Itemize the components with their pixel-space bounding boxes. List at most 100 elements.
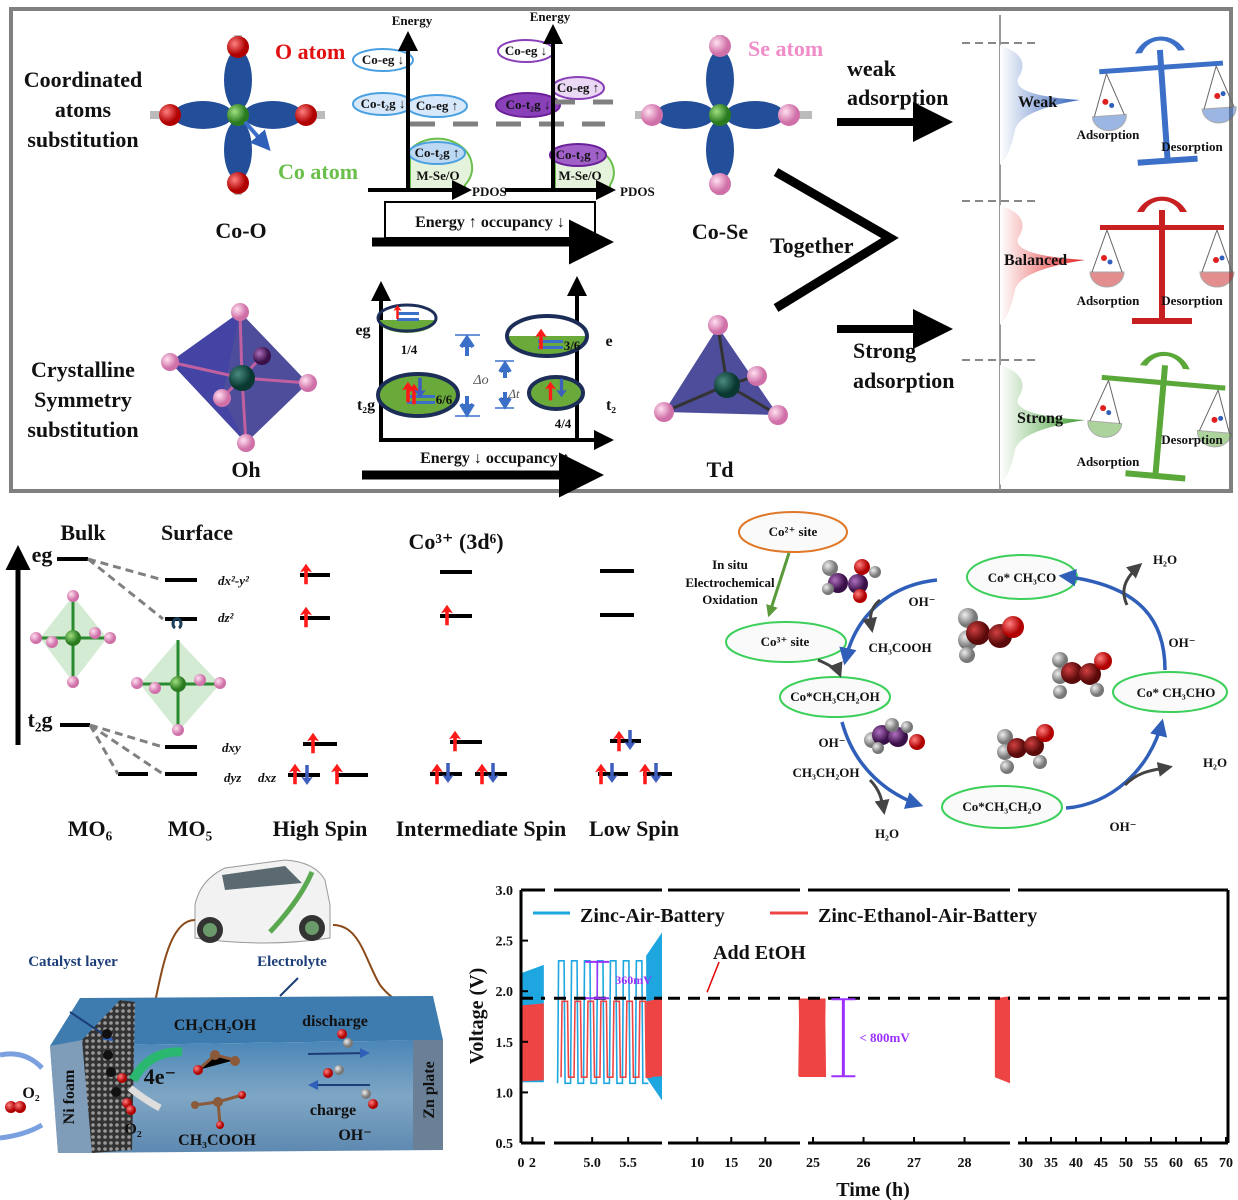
y-tick-label: 1.5 xyxy=(496,1036,514,1051)
mo5-label: MO₅ xyxy=(168,816,213,841)
intermediate-label: Co*CH₃CH₂O xyxy=(962,799,1041,814)
m-se-o-label: M-Se/O xyxy=(416,168,459,183)
co3-site-label: Co³⁺ site xyxy=(761,634,810,649)
o2-flow-arrow xyxy=(0,1051,44,1070)
series-cycles-1 xyxy=(798,998,827,1078)
m-se-o-label: M-Se/O xyxy=(558,168,601,183)
energy-axis-label: Energy xyxy=(530,9,571,24)
co-t2g-down-label: Co-t₂g ↓ xyxy=(361,96,406,111)
x-tick-label: 65 xyxy=(1194,1156,1208,1171)
t2-label: t₂ xyxy=(606,397,616,414)
intermediate-node xyxy=(1112,671,1228,713)
co-t2g-down-label: Co-t₂g ↓ xyxy=(506,97,551,112)
co-t2g-up-label: Co-t₂g ↑ xyxy=(415,145,460,160)
discharge-label: discharge xyxy=(302,1013,368,1030)
adsorption-label: Adsorption xyxy=(1077,454,1141,469)
co-eg-up-label: Co-eg ↑ xyxy=(557,80,599,95)
tetrahedral-structure xyxy=(654,315,788,425)
delta-t-label: Δt xyxy=(507,386,520,401)
t2-fill-label: 4/4 xyxy=(555,416,572,431)
octahedron-mo6 xyxy=(30,590,116,688)
row1-label-line: atoms xyxy=(55,97,112,122)
x-tick-label: 35 xyxy=(1044,1156,1058,1171)
pointer xyxy=(279,977,299,997)
se-atom-label: Se atom xyxy=(748,36,823,61)
eg-fill-label: 1/4 xyxy=(401,342,418,357)
intermediate-node xyxy=(941,785,1063,829)
chart-marks xyxy=(521,932,1228,1101)
series-cycles-1 xyxy=(560,1000,652,1079)
product-arrow xyxy=(127,1085,162,1112)
electron-arrow xyxy=(129,1047,183,1083)
oxidation-label: In situ xyxy=(712,557,748,572)
intermediate-label: Co* CH₃CHO xyxy=(1137,685,1216,700)
oh-label: Oh xyxy=(231,457,260,482)
co-o-label: Co-O xyxy=(215,218,266,243)
ni-foam xyxy=(50,1040,92,1153)
y-tick-label: 1.0 xyxy=(496,1086,514,1101)
co-atom-label: Co atom xyxy=(278,159,358,184)
acetic-acid-label: CH₃COOH xyxy=(178,1132,256,1149)
co2-site-label: Co²⁺ site xyxy=(769,524,818,539)
x-axis-title: Time (h) xyxy=(836,1179,910,1200)
pdos-axis-label: PDOS xyxy=(620,184,655,199)
td-label: Td xyxy=(707,457,734,482)
add-etoh-pointer xyxy=(706,961,720,993)
oxidation-label: Electrochemical xyxy=(685,575,775,590)
together-label: Together xyxy=(770,233,854,258)
adsorption-label: Adsorption xyxy=(1077,127,1141,142)
energy-occupancy-box xyxy=(384,201,596,239)
y-tick-label: 2.5 xyxy=(496,935,514,950)
eg-label: eg xyxy=(355,322,370,339)
x-tick-label: 26 xyxy=(857,1156,871,1171)
co2-site-node xyxy=(738,511,848,553)
orbital-label: dxy xyxy=(222,740,241,755)
x-tick-label: 5.5 xyxy=(619,1156,637,1171)
x-tick-label: 55 xyxy=(1144,1156,1158,1171)
water-label: H₂O xyxy=(1203,755,1227,770)
hydroxide-label: OH⁻ xyxy=(908,594,935,609)
legend-label-zinc-air: Zinc-Air-Battery xyxy=(580,905,725,927)
strong-adsorption-label: Strong xyxy=(853,338,916,363)
intermediate-label: Co* CH₃CO xyxy=(988,570,1057,585)
o-atom-label: O atom xyxy=(275,39,345,64)
eg-label: eg xyxy=(32,542,53,567)
octahedron-mo5 xyxy=(131,617,226,736)
series-band-1 xyxy=(646,998,662,1078)
co-eg-up-label: Co-eg ↑ xyxy=(416,98,458,113)
hydroxide-label: OH⁻ xyxy=(1109,819,1136,834)
x-tick-label: 30 xyxy=(1019,1156,1033,1171)
oxidation-label: Oxidation xyxy=(702,592,758,607)
o2-label: O₂ xyxy=(22,1085,39,1102)
ethanol-oxidation-cycle: Co²⁺ site Co³⁺ site Co*CH₃CH₂OH Co*CH₃CH… xyxy=(685,511,1228,841)
x-tick-label: 50 xyxy=(1119,1156,1133,1171)
together-chevron xyxy=(773,168,899,312)
bulk-label: Bulk xyxy=(60,520,106,545)
y-axis-title: Voltage (V) xyxy=(466,968,488,1064)
weak-peak-label: Weak xyxy=(1018,94,1057,111)
orbital-label: dz² xyxy=(218,610,235,625)
octahedral-structure xyxy=(161,303,317,452)
y-tick-label: 2.0 xyxy=(496,985,514,1000)
strong-adsorption-label: adsorption xyxy=(853,368,954,393)
low-spin-label: Low Spin xyxy=(589,816,679,841)
ethanol-label: CH₃CH₂OH xyxy=(174,1017,257,1034)
acetic-acid-model xyxy=(191,1091,246,1129)
o2-flow-arrow xyxy=(0,1122,44,1141)
adsorption-label: Adsorption xyxy=(1077,293,1141,308)
y-tick-label: 3.0 xyxy=(496,884,514,899)
x-tick-label: 45 xyxy=(1094,1156,1108,1171)
co-o-structure xyxy=(150,35,325,195)
row2-label-line: Symmetry xyxy=(34,387,132,412)
crystal-field-diagram: eg t₂g e t₂ 1/4 6/6 3/6 4/4 Δo Δt xyxy=(355,276,616,450)
x-tick-label: 0 xyxy=(518,1156,525,1171)
pdos-selenide-diagram: Energy PDOS Co-eg ↓ Co-eg ↑ Co-t₂g ↓ Co-… xyxy=(495,9,655,200)
co-se-label: Co-Se xyxy=(692,219,748,244)
ethanol-label: CH₃CH₂OH xyxy=(792,765,859,780)
co-eg-down-label: Co-eg ↓ xyxy=(362,52,404,67)
cycle-arrows xyxy=(839,568,1168,810)
oxidation-arrow xyxy=(766,552,791,618)
electrons-label: 4e⁻ xyxy=(144,1064,176,1089)
water-label: H₂O xyxy=(875,826,899,841)
